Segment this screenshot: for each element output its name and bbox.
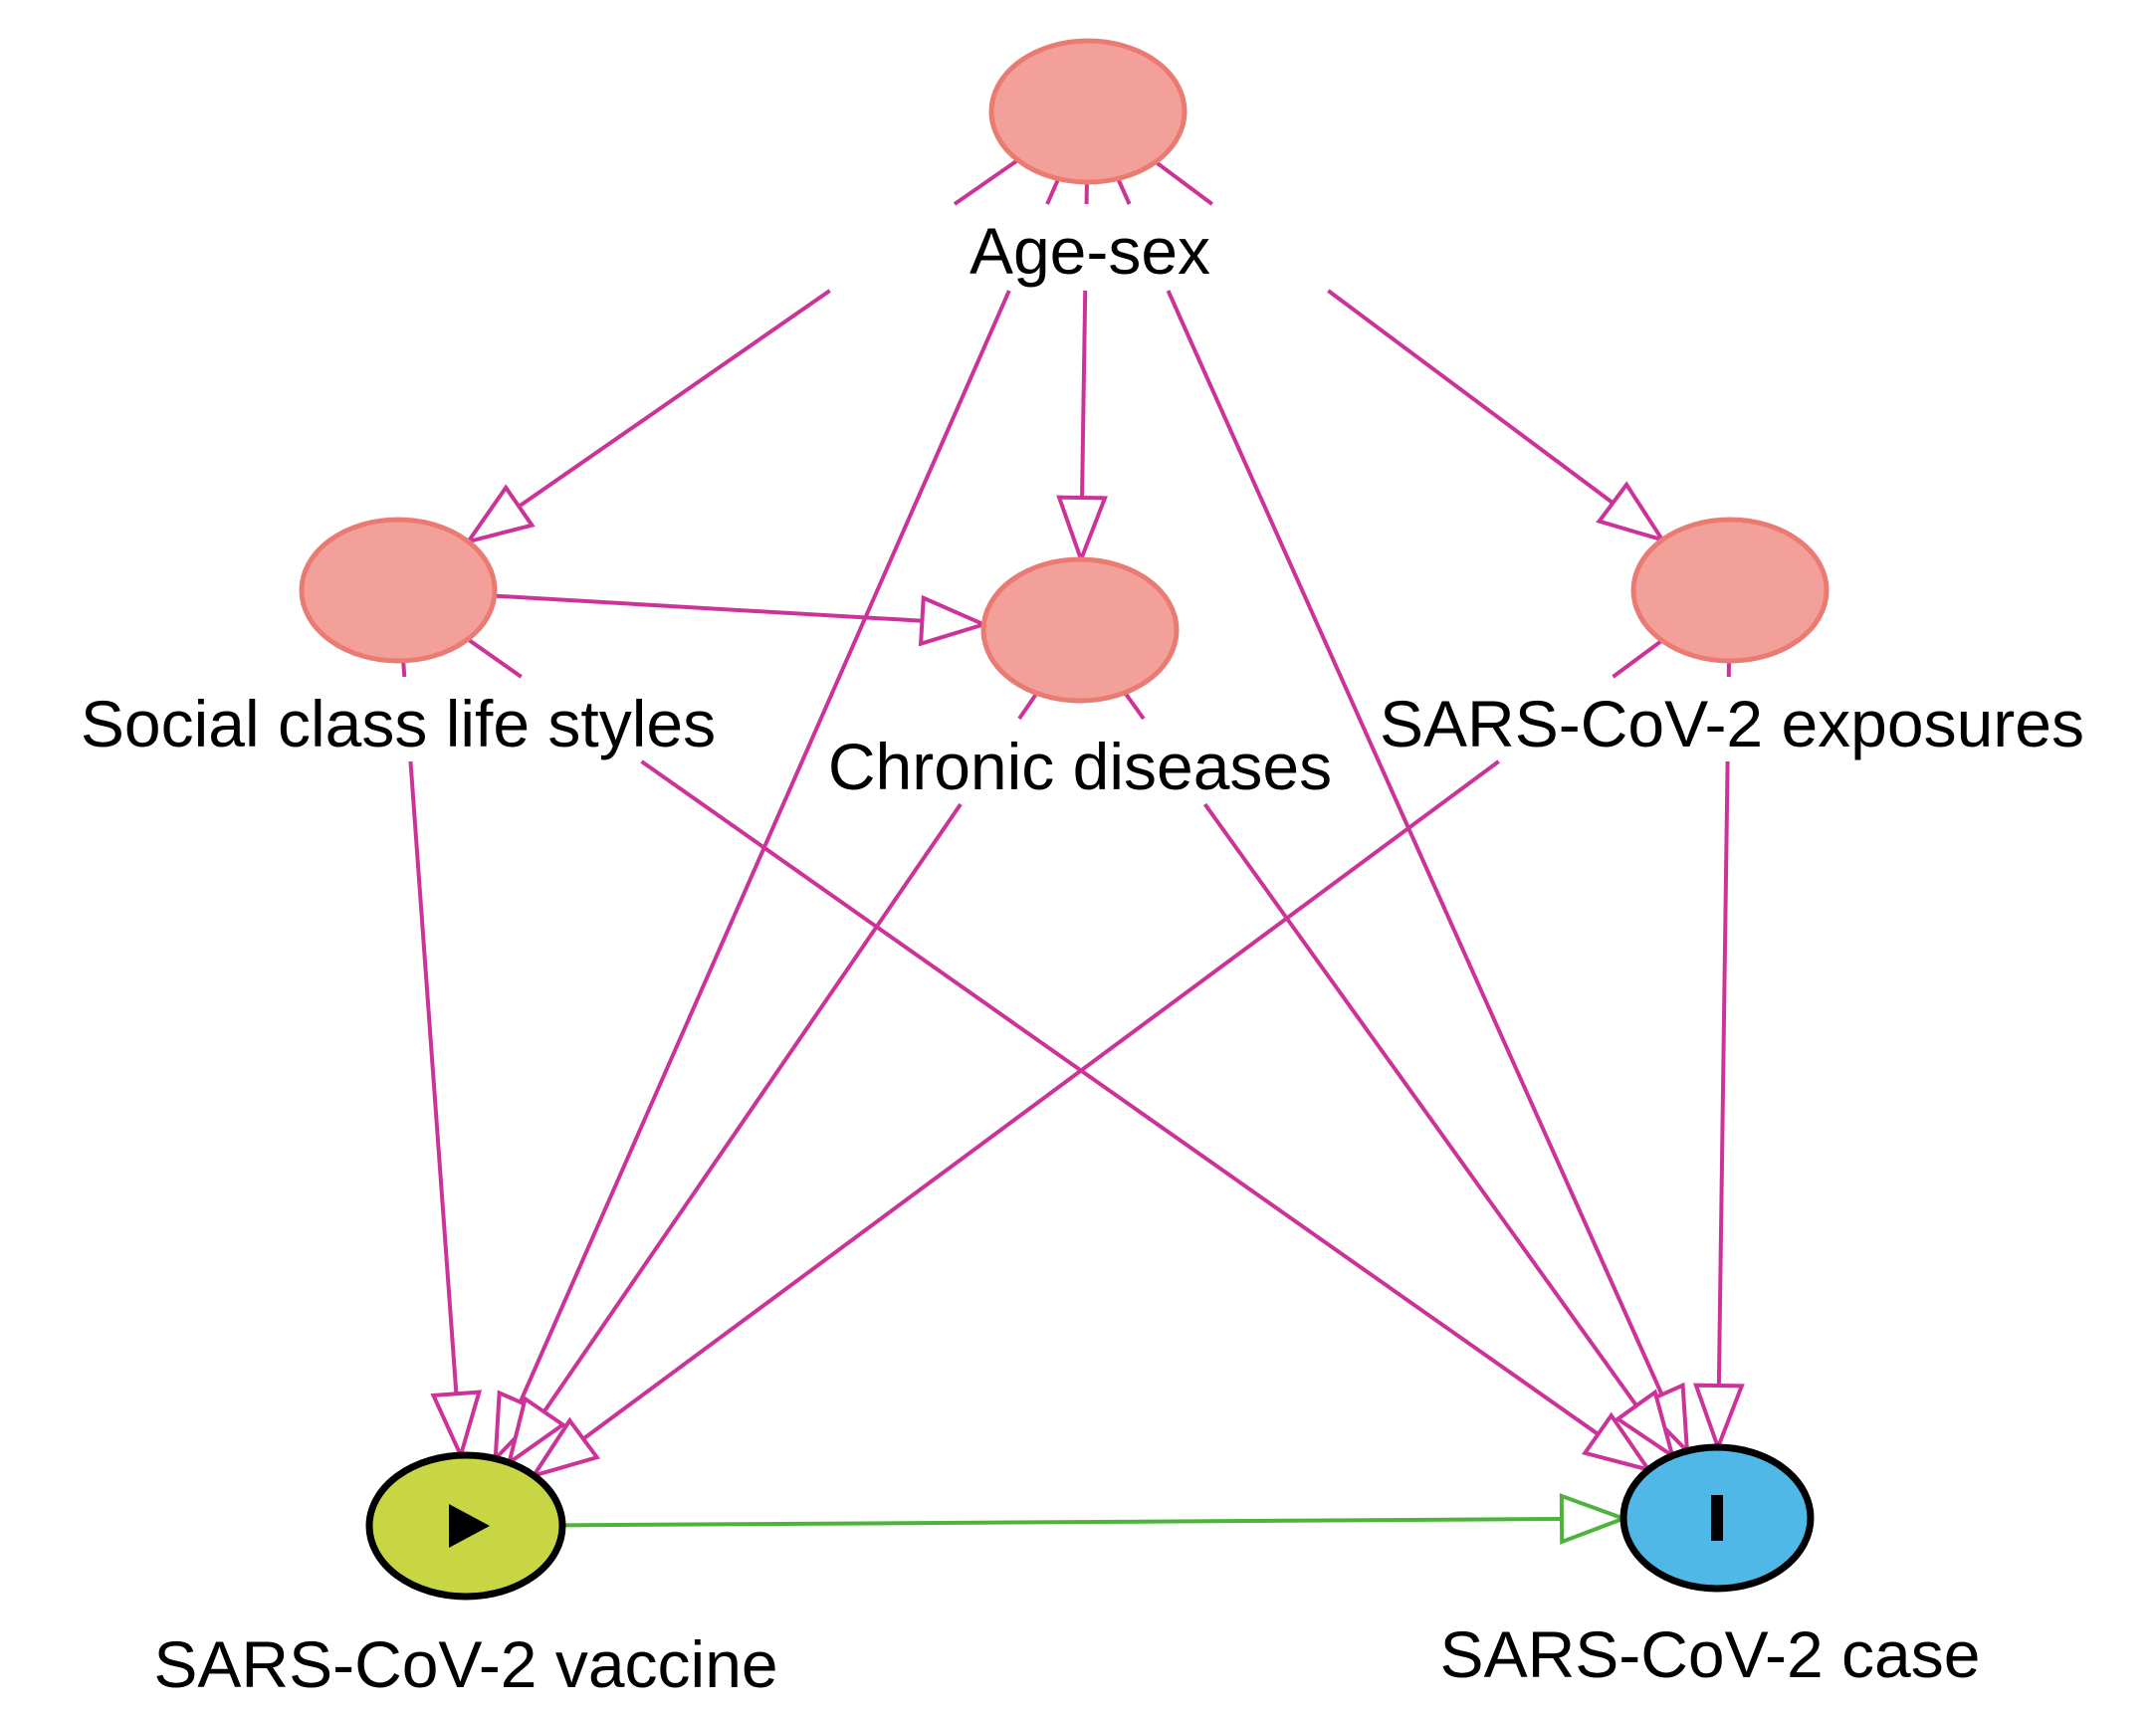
- edge-line: [1327, 289, 1615, 505]
- nodes-layer: [299, 38, 1830, 1601]
- node-sars-cov-2-vaccine[interactable]: [365, 1451, 566, 1601]
- labels-layer: Age-sex Social class life styles Chronic…: [81, 214, 2084, 1701]
- arrowhead: [1693, 1383, 1745, 1453]
- edge-line: [1080, 290, 1088, 499]
- edge-line: [1716, 760, 1730, 1387]
- edge-line: [1612, 638, 1663, 679]
- arrowhead: [463, 484, 536, 545]
- node-sars-cov-2-case[interactable]: [1619, 1443, 1815, 1593]
- edge-age-sex-to-sars-cov-2-vaccine: [493, 177, 1061, 1464]
- edge-line: [1202, 802, 1638, 1407]
- arrowhead: [529, 1416, 601, 1479]
- edge-age-sex-to-sars-cov-2-exposures: [1154, 160, 1667, 543]
- confounder-node-shape: [980, 556, 1180, 704]
- arrowhead: [1614, 1389, 1676, 1461]
- arrowhead: [506, 1395, 567, 1468]
- node-social-class-life-styles[interactable]: [299, 517, 498, 664]
- node-sars-cov-2-exposures[interactable]: [1630, 517, 1830, 664]
- edge-line: [1045, 177, 1061, 205]
- edges-layer: [401, 158, 1745, 1545]
- node-label-sars-cov-2-exposures: SARS-CoV-2 exposures: [1380, 687, 2084, 760]
- edge-line: [581, 759, 1500, 1441]
- arrowhead: [1581, 1411, 1653, 1473]
- edge-line: [1017, 692, 1039, 721]
- arrowhead: [430, 1390, 483, 1461]
- arrowhead: [1056, 495, 1108, 565]
- confounder-node-shape: [988, 38, 1187, 185]
- edge-sars-cov-2-vaccine-to-sars-cov-2-case: [561, 1493, 1629, 1545]
- edge-line: [466, 637, 523, 679]
- node-label-age-sex: Age-sex: [970, 214, 1210, 288]
- edge-line: [640, 759, 1600, 1436]
- edge-line: [1116, 177, 1132, 205]
- edge-sars-cov-2-exposures-to-sars-cov-2-case: [1693, 660, 1745, 1453]
- node-label-sars-cov-2-vaccine: SARS-CoV-2 vaccine: [153, 1627, 777, 1701]
- edge-age-sex-to-sars-cov-2-case: [1116, 177, 1690, 1456]
- edge-line: [953, 158, 1019, 206]
- edge-age-sex-to-chronic-diseases: [1056, 181, 1108, 565]
- node-label-social-class-life-styles: Social class life styles: [81, 687, 716, 760]
- node-chronic-diseases[interactable]: [980, 556, 1180, 704]
- edge-social-class-life-styles-to-sars-cov-2-case: [466, 637, 1653, 1473]
- edge-line: [494, 593, 923, 623]
- arrowhead: [1559, 1493, 1629, 1545]
- edge-line: [1154, 160, 1213, 206]
- edge-line: [401, 660, 407, 678]
- edge-chronic-diseases-to-sars-cov-2-vaccine: [506, 692, 1039, 1468]
- edge-line: [561, 1516, 1563, 1528]
- edge-line: [408, 760, 459, 1394]
- edge-line: [1123, 691, 1146, 721]
- arrowhead: [918, 594, 990, 647]
- edge-line: [541, 802, 963, 1413]
- play-triangle-icon: [449, 1504, 490, 1548]
- edge-social-class-life-styles-to-sars-cov-2-vaccine: [401, 660, 483, 1461]
- node-label-chronic-diseases: Chronic diseases: [828, 730, 1332, 803]
- vertical-bar-icon: [1711, 1495, 1723, 1541]
- edge-line: [518, 289, 831, 509]
- node-age-sex[interactable]: [988, 38, 1187, 185]
- edge-line: [1166, 290, 1664, 1395]
- confounder-node-shape: [1630, 517, 1830, 664]
- arrowhead: [1596, 481, 1667, 543]
- confounder-node-shape: [299, 517, 498, 664]
- edge-sars-cov-2-exposures-to-sars-cov-2-vaccine: [529, 638, 1663, 1479]
- edge-social-class-life-styles-to-chronic-diseases: [494, 593, 990, 647]
- edge-chronic-diseases-to-sars-cov-2-case: [1123, 691, 1676, 1461]
- edge-age-sex-to-social-class-life-styles: [463, 158, 1019, 545]
- node-label-sars-cov-2-case: SARS-CoV-2 case: [1440, 1617, 1981, 1691]
